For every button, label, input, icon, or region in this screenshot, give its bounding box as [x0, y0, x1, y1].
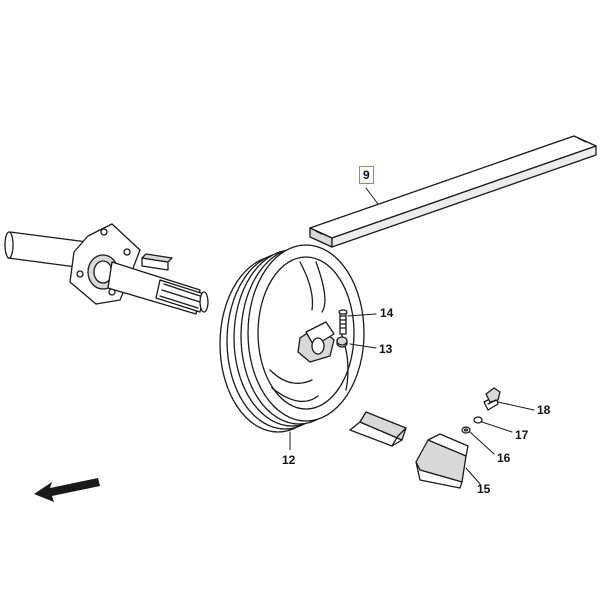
small-bracket [349, 411, 407, 447]
part-13-nut [336, 336, 348, 348]
part-label-18: 18 [537, 403, 551, 417]
part-label-14: 14 [380, 306, 394, 320]
part-9-bar [309, 135, 597, 248]
part-label-16: 16 [497, 451, 511, 465]
part-label-17: 17 [515, 428, 529, 442]
part-15-guard [415, 433, 469, 489]
part-label-13: 13 [379, 342, 393, 356]
part-label-12: 12 [282, 453, 296, 467]
arrow-left-icon [34, 478, 100, 502]
part-16-washer [461, 426, 471, 434]
part-17-lock-washer [473, 416, 483, 424]
part-label-9: 9 [359, 166, 374, 184]
part-12-pulley [219, 244, 365, 433]
shaft-assembly [4, 223, 209, 315]
leader-lines [289, 187, 535, 485]
part-14-bolt [338, 309, 348, 335]
part-label-15: 15 [477, 482, 491, 496]
part-18-bolt [483, 387, 501, 411]
